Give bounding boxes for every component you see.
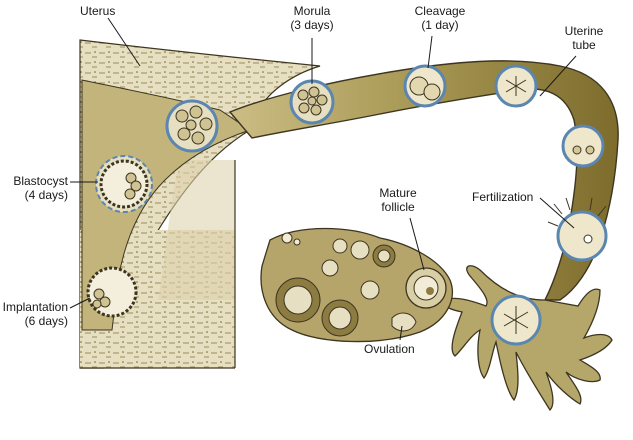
label-mature-follicle-line2: follicle (381, 200, 415, 214)
label-cleavage: Cleavage (1 day) (408, 4, 472, 32)
label-uterine-tube: Uterine tube (556, 24, 612, 52)
ovary-follicle (360, 280, 380, 300)
label-uterine-tube-line2: tube (572, 38, 596, 52)
label-mature-follicle: Mature follicle (368, 186, 428, 214)
ovary-follicle (332, 238, 348, 254)
uterine-tube (228, 60, 619, 301)
label-implantation-name: Implantation (2, 300, 68, 314)
leader-lines (69, 17, 577, 341)
label-fertilization: Fertilization (472, 190, 534, 204)
pronuclei-cell (561, 124, 605, 168)
label-morula: Morula (3 days) (280, 4, 344, 32)
label-blastocyst-name: Blastocyst (13, 174, 68, 188)
blastocyst-cell (95, 155, 153, 213)
ovulation-site (391, 312, 417, 332)
label-mature-follicle-line1: Mature (379, 186, 417, 200)
label-blastocyst-time: (4 days) (24, 188, 68, 202)
label-morula-name: Morula (293, 4, 331, 18)
label-blastocyst: Blastocyst (4 days) (2, 174, 68, 202)
cleavage-cell (403, 64, 447, 108)
implantation-cell (86, 266, 138, 318)
morula-uterine (165, 99, 219, 153)
label-cleavage-time: (1 day) (421, 18, 459, 32)
label-ovulation: Ovulation (364, 342, 415, 356)
label-uterine-tube-line1: Uterine (564, 24, 604, 38)
label-cleavage-name: Cleavage (414, 4, 466, 18)
label-morula-time: (3 days) (290, 18, 334, 32)
zygote-cell (494, 64, 538, 108)
label-implantation-time: (6 days) (24, 314, 68, 328)
label-implantation: Implantation (6 days) (0, 300, 68, 328)
label-uterus: Uterus (80, 4, 116, 18)
morula-cell (289, 79, 335, 125)
ovary-follicle (350, 240, 370, 260)
oocyte-cell (490, 294, 542, 346)
ovary-follicle (321, 259, 339, 277)
